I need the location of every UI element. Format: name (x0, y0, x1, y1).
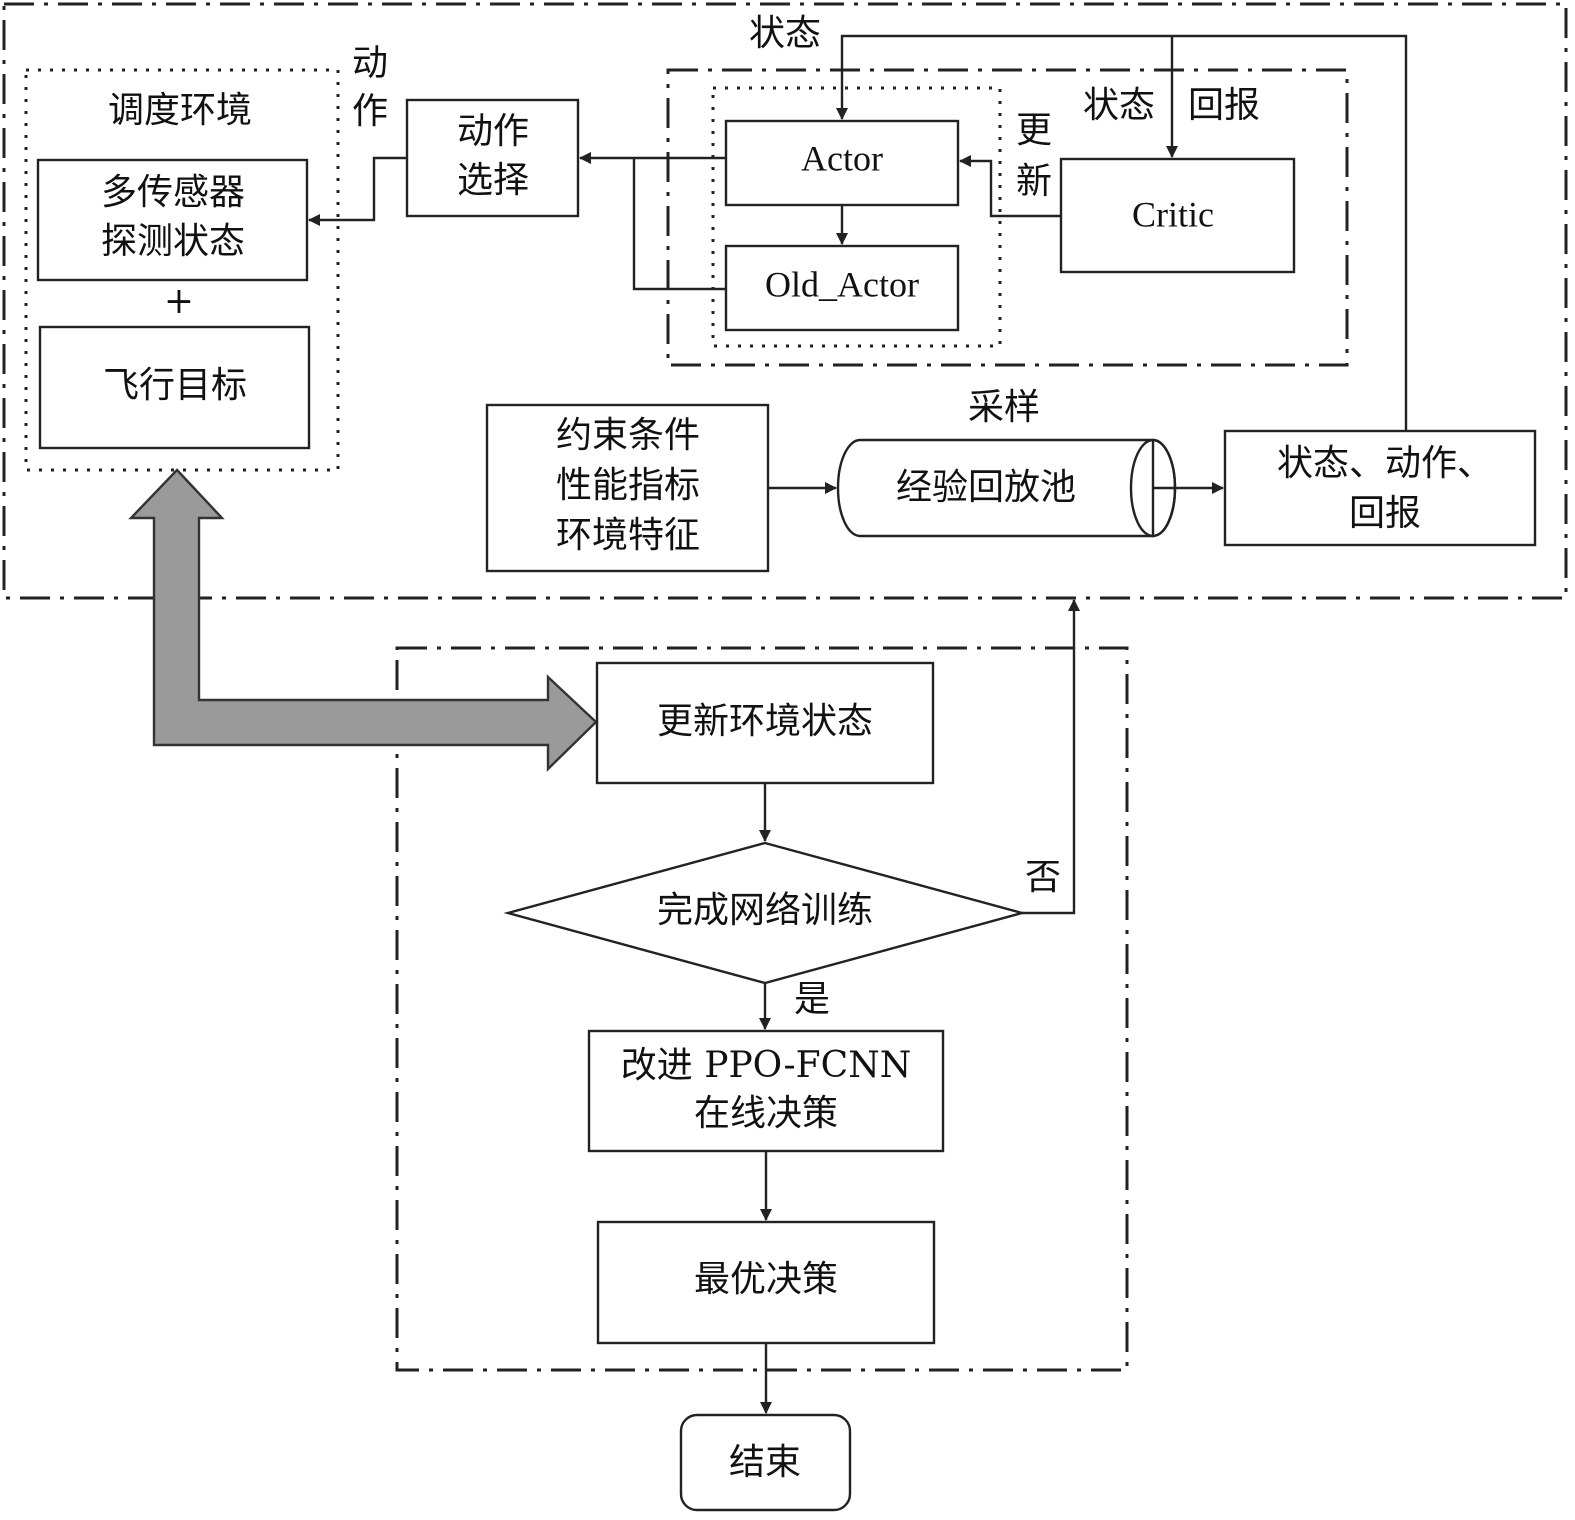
old-actor-box (724, 244, 960, 332)
training-region-frame (2, 2, 1568, 600)
sampling-label: 采样 (968, 387, 1040, 428)
state-action-reward-line2: 回报 (1349, 493, 1421, 534)
ppo-network-frame (666, 68, 1349, 367)
online-decision-box (587, 1029, 945, 1153)
critic-box (1059, 157, 1296, 274)
update-label-char2: 新 (1016, 161, 1052, 202)
critic-label: Critic (1132, 194, 1214, 234)
state-feedback-arrow (836, 34, 1408, 431)
state-action-reward-box (1223, 429, 1537, 547)
online-decision-line1: 改进 PPO-FCNN (621, 1045, 911, 1086)
actor-label: Actor (801, 138, 883, 178)
plus-sign: + (164, 281, 194, 322)
update-label-char1: 更 (1016, 110, 1052, 151)
actor-group-frame (711, 86, 1002, 348)
sensor-state-box (36, 158, 309, 282)
no-branch-arrow (1022, 599, 1080, 915)
sensor-state-line2: 探测状态 (101, 221, 245, 262)
sensor-state-line1: 多传感器 (101, 172, 245, 213)
action-select-to-environment-arrow (308, 156, 407, 226)
flight-target-box (38, 325, 311, 450)
decision-region-frame (395, 646, 1129, 1372)
critic-state-label: 状态 (1083, 85, 1155, 126)
constraints-line2: 性能指标 (556, 465, 700, 506)
training-complete-label: 完成网络训练 (657, 890, 873, 931)
actor-box (724, 119, 960, 207)
no-label: 否 (1025, 857, 1061, 898)
online-decision-line2: 在线决策 (694, 1093, 838, 1134)
end-terminal (679, 1413, 852, 1512)
optimal-decision-label: 最优决策 (694, 1259, 838, 1300)
state-label-top: 状态 (749, 13, 821, 54)
critic-update-actor-arrow (959, 155, 1061, 218)
update-env-state-box (595, 661, 935, 785)
flight-target-label: 飞行目标 (103, 365, 247, 406)
optimal-decision-box (596, 1220, 936, 1345)
critic-reward-label: 回报 (1188, 85, 1260, 126)
environment-frame (24, 68, 340, 472)
constraints-line3: 环境特征 (556, 515, 700, 556)
old-actor-to-action-select-line (632, 158, 726, 291)
action-selection-box (405, 98, 580, 218)
environment-title: 调度环境 (108, 90, 252, 131)
replay-pool-label: 经验回放池 (896, 467, 1076, 508)
end-label: 结束 (729, 1442, 801, 1483)
old-actor-label: Old_Actor (765, 264, 919, 304)
action-label-char1: 动 (352, 43, 388, 84)
action-label-char2: 作 (352, 91, 388, 132)
yes-label: 是 (794, 979, 830, 1020)
state-action-reward-line1: 状态、动作、 (1277, 443, 1493, 484)
action-selection-line2: 选择 (457, 160, 529, 201)
constraints-line1: 约束条件 (556, 415, 700, 456)
action-selection-line1: 动作 (457, 111, 529, 152)
update-env-state-label: 更新环境状态 (657, 701, 873, 742)
